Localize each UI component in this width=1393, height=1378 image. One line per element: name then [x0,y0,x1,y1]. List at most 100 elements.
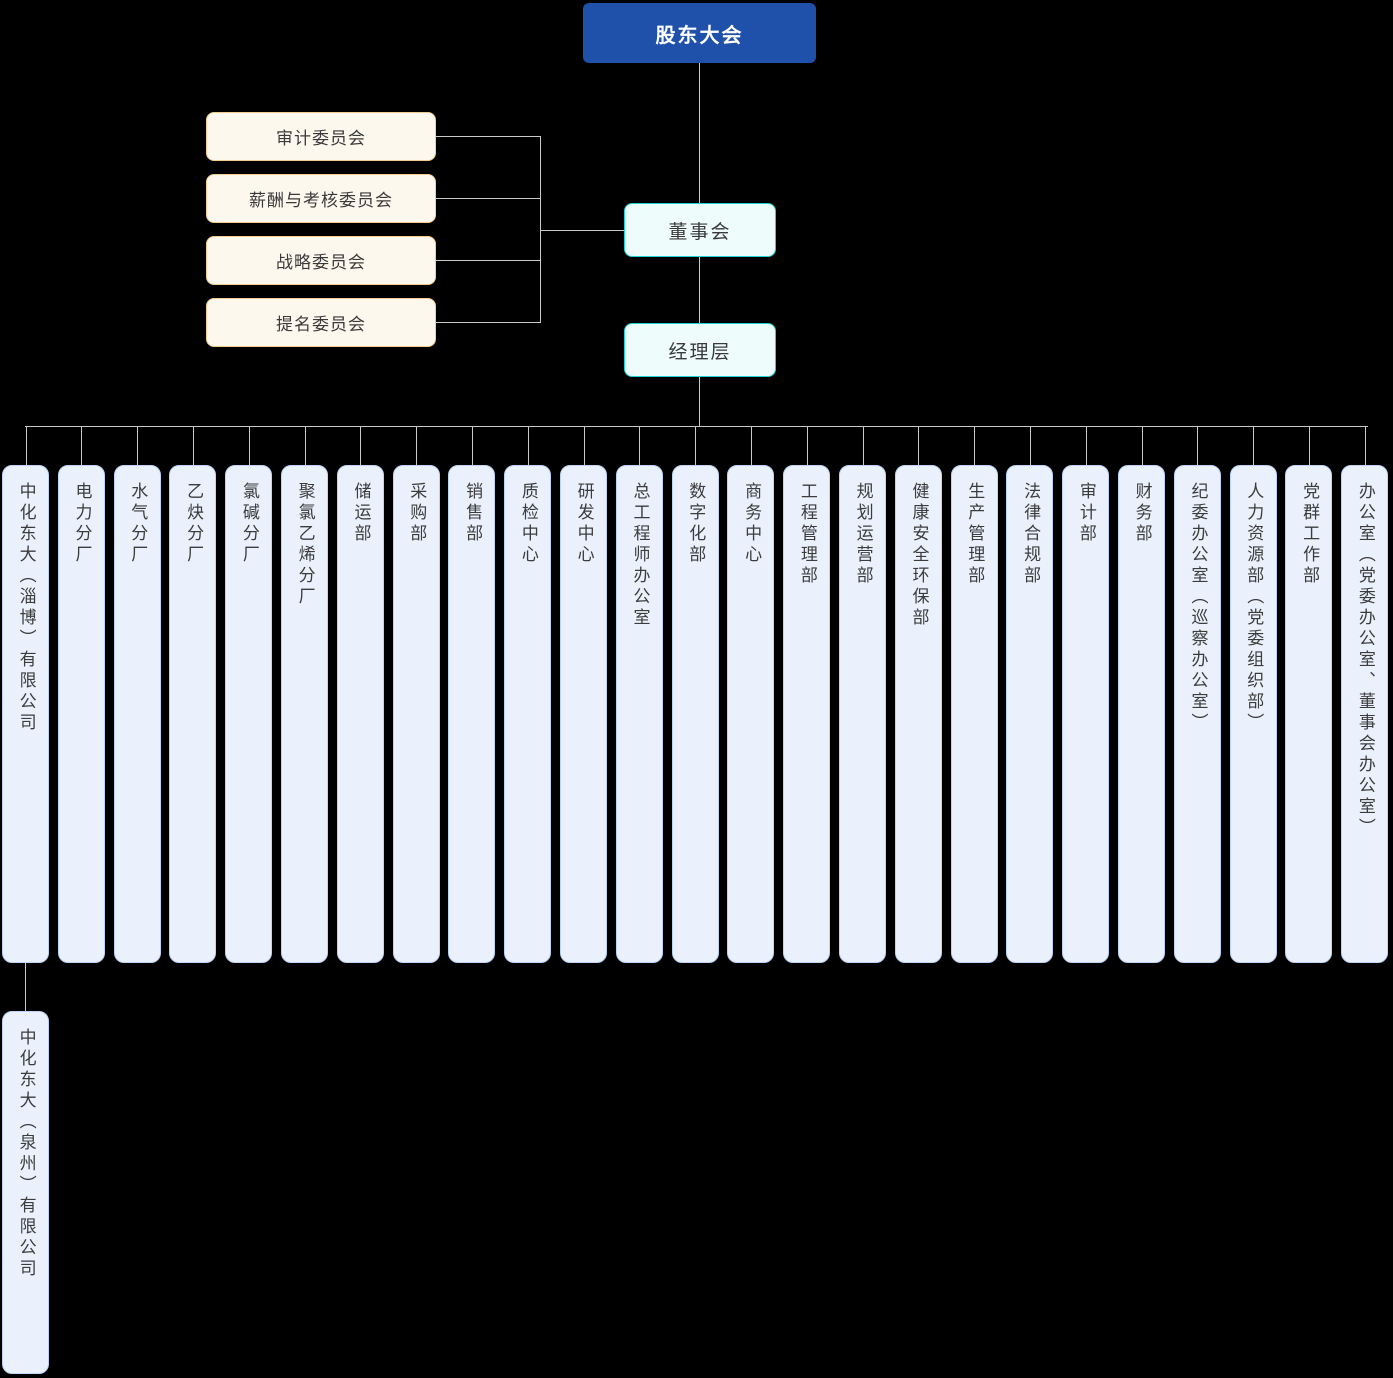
connector-zibo-to-quanzhou [25,963,26,1011]
node-department[interactable]: 生产管理部 [950,465,998,963]
node-label: 数字化部 [686,482,706,566]
node-department[interactable]: 工程管理部 [783,465,831,963]
department-drop-line [751,426,752,465]
connector-committee-4 [436,322,541,323]
node-department[interactable]: 研发中心 [560,465,607,963]
node-label: 储运部 [351,482,371,545]
node-label: 经理层 [668,341,732,363]
node-department[interactable]: 审计部 [1062,465,1110,963]
department-drop-line [1309,426,1310,465]
node-label: 提名委员会 [276,315,366,334]
node-label: 战略委员会 [276,253,366,272]
node-department[interactable]: 人力资源部（党委组织部） [1229,465,1277,963]
department-drop-line [974,426,975,465]
connector-trunk-to-board [540,230,624,231]
node-label: 质检中心 [518,482,538,566]
node-label: 乙炔分厂 [184,482,204,566]
node-shareholders-meeting[interactable]: 股东大会 [583,3,816,63]
node-label: 采购部 [407,482,427,545]
node-department[interactable]: 氯碱分厂 [225,465,273,963]
department-drop-line [1197,426,1198,465]
node-label: 办公室（党委办公室、董事会办公室） [1355,482,1375,839]
node-department[interactable]: 健康安全环保部 [894,465,942,963]
node-label: 水气分厂 [128,482,148,566]
node-label: 工程管理部 [797,482,817,587]
node-audit-committee[interactable]: 审计委员会 [206,112,436,161]
node-label: 法律合规部 [1021,482,1041,587]
connector-management-to-bus [699,376,700,426]
node-department[interactable]: 采购部 [392,465,440,963]
node-department[interactable]: 纪委办公室（巡察办公室） [1173,465,1221,963]
node-department[interactable]: 数字化部 [671,465,719,963]
node-label: 聚氯乙烯分厂 [295,482,315,608]
node-label: 销售部 [463,482,483,545]
node-remuneration-appraisal-committee[interactable]: 薪酬与考核委员会 [206,174,436,223]
department-drop-line [305,426,306,465]
node-department[interactable]: 商务中心 [727,465,775,963]
node-department[interactable]: 水气分厂 [113,465,161,963]
department-drop-line [1365,426,1366,465]
node-label: 人力资源部（党委组织部） [1244,482,1264,734]
node-department[interactable]: 财务部 [1118,465,1165,963]
connector-committee-3 [436,260,541,261]
department-drop-line [1253,426,1254,465]
node-label: 财务部 [1132,482,1152,545]
node-label: 总工程师办公室 [630,482,650,629]
department-drop-line [249,426,250,465]
node-label: 健康安全环保部 [909,482,929,629]
connector-root-to-board [699,62,700,205]
node-label: 中化东大（泉州）有限公司 [16,1028,36,1280]
node-department[interactable]: 总工程师办公室 [615,465,663,963]
node-department[interactable]: 电力分厂 [57,465,105,963]
connector-committee-1 [436,136,541,137]
node-nomination-committee[interactable]: 提名委员会 [206,298,436,347]
node-label: 研发中心 [574,482,594,566]
node-department[interactable]: 聚氯乙烯分厂 [281,465,328,963]
node-label: 电力分厂 [72,482,92,566]
department-drop-line [807,426,808,465]
node-department[interactable]: 法律合规部 [1006,465,1054,963]
node-label: 审计部 [1076,482,1096,545]
node-department[interactable]: 办公室（党委办公室、董事会办公室） [1341,465,1389,963]
node-label: 生产管理部 [965,482,985,587]
connector-committee-2 [436,198,541,199]
department-drop-line [528,426,529,465]
department-drop-line [137,426,138,465]
department-drop-line [639,426,640,465]
node-subsidiary-quanzhou[interactable]: 中化东大（泉州）有限公司 [2,1011,49,1374]
department-drop-line [1086,426,1087,465]
node-department[interactable]: 规划运营部 [839,465,886,963]
connector-board-to-management [699,256,700,324]
department-drop-line [472,426,473,465]
node-department[interactable]: 乙炔分厂 [169,465,217,963]
node-label: 审计委员会 [276,129,366,148]
department-drop-line [81,426,82,465]
department-drop-line [1142,426,1143,465]
node-department[interactable]: 党群工作部 [1285,465,1333,963]
department-drop-line [863,426,864,465]
node-management-layer[interactable]: 经理层 [624,323,776,377]
node-department[interactable]: 中化东大（淄博）有限公司 [2,465,49,963]
department-drop-line [918,426,919,465]
department-drop-line [584,426,585,465]
node-department[interactable]: 销售部 [448,465,496,963]
department-drop-line [1030,426,1031,465]
node-department[interactable]: 储运部 [336,465,384,963]
department-bus-line [25,426,1368,427]
department-drop-line [360,426,361,465]
node-label: 党群工作部 [1300,482,1320,587]
node-label: 氯碱分厂 [239,482,259,566]
node-board-of-directors[interactable]: 董事会 [624,203,776,257]
node-label: 股东大会 [655,24,744,47]
node-label: 中化东大（淄博）有限公司 [16,482,36,734]
department-drop-line [416,426,417,465]
node-strategy-committee[interactable]: 战略委员会 [206,236,436,285]
department-drop-line [695,426,696,465]
node-label: 规划运营部 [853,482,873,587]
node-label: 薪酬与考核委员会 [249,191,393,210]
node-label: 董事会 [668,221,732,243]
node-label: 商务中心 [742,482,762,566]
node-label: 纪委办公室（巡察办公室） [1188,482,1208,734]
node-department[interactable]: 质检中心 [504,465,552,963]
